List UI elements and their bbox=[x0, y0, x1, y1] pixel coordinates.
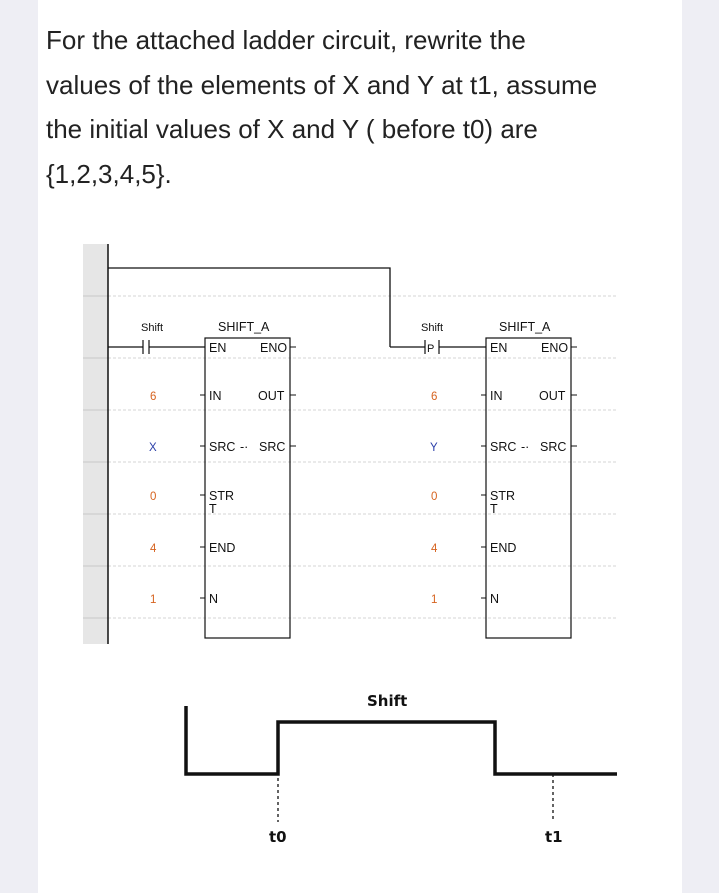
question-text: For the attached ladder circuit, rewrite… bbox=[46, 25, 598, 189]
value-n-right: 1 bbox=[431, 594, 437, 606]
pin-src-right: SRC bbox=[490, 440, 516, 454]
value-src-left: X bbox=[149, 442, 157, 454]
pin-strt-right: STR bbox=[490, 489, 515, 503]
pin-out-right: OUT bbox=[539, 389, 566, 403]
pin-out-left: OUT bbox=[258, 389, 285, 403]
pin-eno-right: ENO bbox=[541, 341, 568, 355]
pin-src-mid-left: -· bbox=[240, 440, 248, 454]
contact-label-left: Shift bbox=[141, 322, 163, 334]
grid-lines bbox=[108, 295, 618, 619]
block-title-left: SHIFT_A bbox=[218, 320, 270, 334]
timing-signal-label: Shift bbox=[367, 692, 407, 710]
pin-src-left: SRC bbox=[209, 440, 235, 454]
value-in-left: 6 bbox=[150, 391, 156, 403]
pin-strt-left: STR bbox=[209, 489, 234, 503]
block-title-right: SHIFT_A bbox=[499, 320, 551, 334]
pin-end-right: END bbox=[490, 541, 516, 555]
value-n-left: 1 bbox=[150, 594, 156, 606]
t1-label: t1 bbox=[545, 828, 563, 846]
contact-label-right: Shift bbox=[421, 322, 443, 334]
pin-src-out-right: SRC bbox=[540, 440, 566, 454]
pin-src-mid-right: -· bbox=[521, 440, 529, 454]
shift-block-left bbox=[204, 337, 291, 639]
pin-in-right: IN bbox=[490, 389, 503, 403]
pin-strt-cont-left: T bbox=[209, 502, 217, 516]
pin-end-left: END bbox=[209, 541, 235, 555]
t0-label: t0 bbox=[269, 828, 287, 846]
pin-n-left: N bbox=[209, 592, 218, 606]
pin-en-left: EN bbox=[209, 341, 226, 355]
value-in-right: 6 bbox=[431, 391, 437, 403]
pin-n-right: N bbox=[490, 592, 499, 606]
pin-in-left: IN bbox=[209, 389, 222, 403]
value-str-right: 0 bbox=[431, 491, 437, 503]
pin-src-out-left: SRC bbox=[259, 440, 285, 454]
value-end-right: 4 bbox=[431, 543, 438, 555]
gutter-lines bbox=[83, 295, 108, 619]
value-str-left: 0 bbox=[150, 491, 156, 503]
pin-eno-left: ENO bbox=[260, 341, 287, 355]
diagram-area bbox=[83, 244, 623, 664]
shift-block-right bbox=[485, 337, 572, 639]
shift-pulse-waveform bbox=[184, 706, 617, 776]
branch-wire bbox=[108, 267, 391, 347]
rung-gutter bbox=[83, 244, 108, 644]
pin-strt-cont-right: T bbox=[490, 502, 498, 516]
value-end-left: 4 bbox=[150, 543, 157, 555]
value-src-right: Y bbox=[430, 442, 438, 454]
contact-p-label: P bbox=[427, 343, 434, 355]
pin-en-right: EN bbox=[490, 341, 507, 355]
